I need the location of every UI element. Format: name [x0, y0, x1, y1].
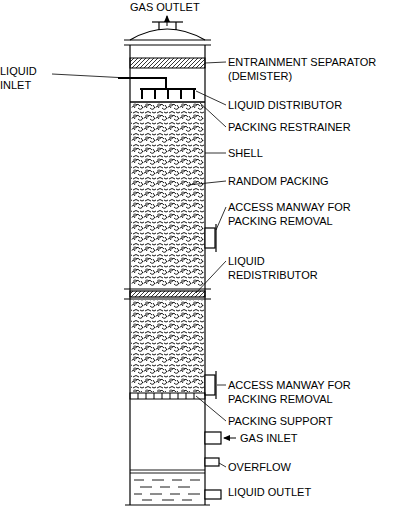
- leader-line: [205, 62, 226, 63]
- leader-line: [196, 261, 226, 293]
- distributor-arm: [154, 89, 156, 99]
- leader-line: [196, 91, 226, 105]
- liquid-distributor: [118, 78, 196, 99]
- support-grid: [130, 393, 205, 399]
- callout-label: ACCESS MANWAY FOR PACKING REMOVAL: [228, 200, 378, 228]
- callout-label: OVERFLOW: [228, 460, 408, 474]
- shell-wall: [129, 45, 130, 505]
- top-flange: [124, 44, 211, 45]
- manway-flange: [215, 371, 216, 399]
- random-packing-bed: [131, 300, 204, 392]
- liquid-outlet-nozzle: [205, 490, 221, 499]
- callout-label: RANDOM PACKING: [228, 174, 408, 188]
- callout-label: ACCESS MANWAY FOR PACKING REMOVAL: [228, 378, 378, 406]
- packing-support: [130, 393, 205, 399]
- callout-label: LIQUID DISTRIBUTOR: [228, 98, 408, 112]
- manway: [205, 224, 216, 252]
- callout-label: SHELL: [228, 146, 408, 160]
- distributor-arm: [180, 89, 182, 99]
- liquid-level: [130, 470, 205, 471]
- callout-label: GAS INLET: [240, 431, 410, 445]
- liquid-level: [130, 473, 205, 474]
- manway-nozzle: [205, 228, 215, 248]
- bottom-plate: [125, 504, 210, 505]
- leader-line: [217, 385, 226, 386]
- top-head: [130, 29, 205, 40]
- callout-label: GAS OUTLET: [130, 0, 220, 14]
- random-packing-bed: [131, 103, 204, 287]
- packing-restrainer: [130, 101, 205, 103]
- gas-inlet-nozzle: [205, 432, 221, 444]
- leader-line: [196, 396, 226, 421]
- liquid-pool: [130, 470, 205, 500]
- inlet-pipe: [118, 78, 166, 88]
- redistributor-plate: [130, 291, 205, 297]
- callout-label: PACKING RESTRAINER: [228, 120, 408, 134]
- redistributor-flange: [124, 288, 211, 289]
- overflow-nozzle: [205, 458, 219, 466]
- support-bars: [138, 393, 194, 399]
- leader-line: [200, 103, 226, 127]
- redistributor-flange: [124, 298, 211, 299]
- manway: [205, 371, 216, 399]
- leader-lines: [52, 62, 226, 467]
- outlet-nozzle: [175, 22, 176, 30]
- manway-nozzle: [205, 375, 215, 395]
- callout-label: ENTRAINMENT SEPARATOR (DEMISTER): [228, 55, 403, 83]
- leader-line: [188, 181, 226, 185]
- leader-line: [219, 463, 226, 467]
- distributor-arm: [141, 89, 143, 99]
- leader-line: [216, 207, 226, 230]
- column-shell: [124, 22, 211, 505]
- distributor-arm: [193, 89, 195, 99]
- callout-label: LIQUID OUTLET: [228, 485, 408, 499]
- demister-pad: [130, 58, 205, 68]
- leader-line: [205, 153, 226, 154]
- callout-label: PACKING SUPPORT: [228, 414, 408, 428]
- gas-outlet-arrow: [167, 16, 168, 26]
- gas-inlet-arrow: [224, 438, 236, 439]
- top-flange: [124, 39, 211, 40]
- liquid-dashes: [134, 480, 200, 500]
- outlet-nozzle: [158, 22, 159, 30]
- nozzles: [205, 432, 221, 499]
- distributor-arm: [167, 89, 169, 99]
- callout-label: LIQUID INLET: [0, 64, 50, 92]
- leader-line: [52, 74, 128, 78]
- callout-label: LIQUID REDISTRIBUTOR: [228, 254, 338, 282]
